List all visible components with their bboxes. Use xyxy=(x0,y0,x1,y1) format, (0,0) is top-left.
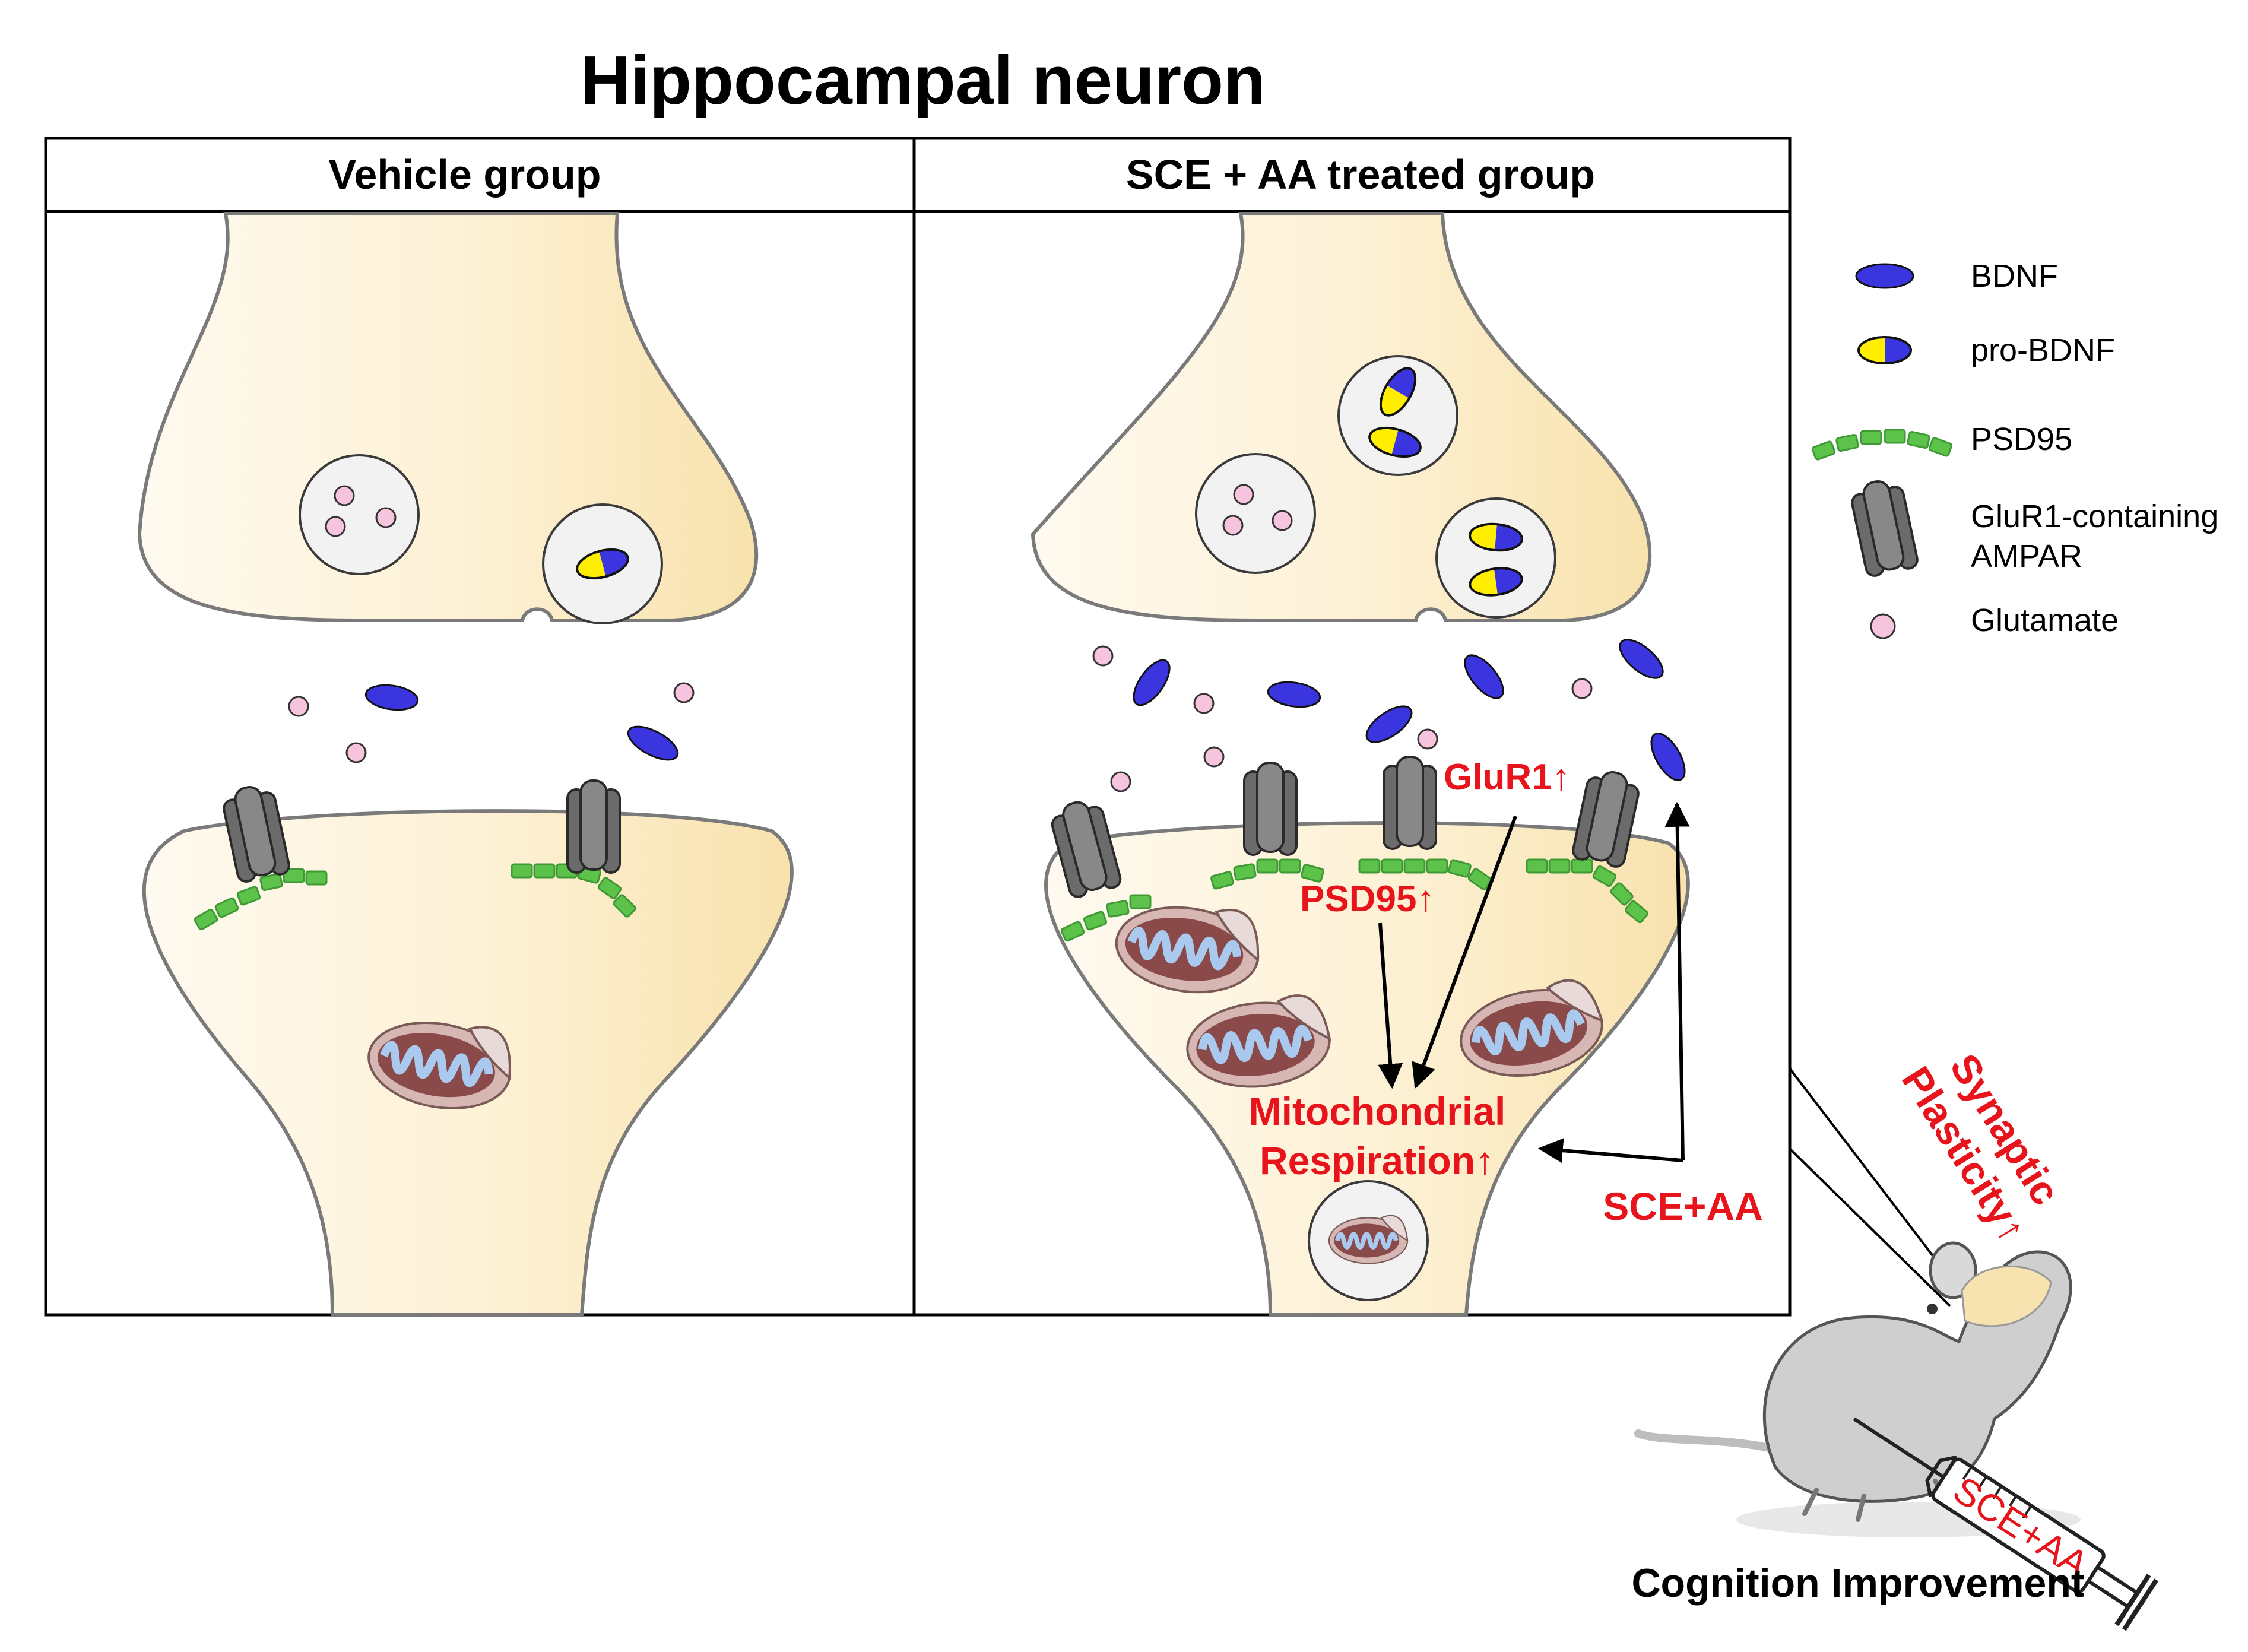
glutamate xyxy=(1092,645,1114,667)
cognition-improvement-label: Cognition Improvement xyxy=(1631,1561,2084,1606)
bdnf xyxy=(1650,733,1686,781)
mitochondrial-label-line1: Mitochondrial xyxy=(1249,1089,1506,1133)
legend-glutamate-label: Glutamate xyxy=(1971,603,2119,638)
vehicle-presynaptic-terminal xyxy=(137,212,759,622)
vehicle-cleft-molecules xyxy=(288,682,695,763)
bdnf xyxy=(1365,705,1413,743)
legend-glur1-label-line1: GluR1-containing xyxy=(1971,499,2218,534)
legend-glur1-label-line2: AMPAR xyxy=(1971,538,2082,574)
treated-psd95 xyxy=(1060,858,1648,942)
legend-pro-bdnf-swatch xyxy=(1859,337,1911,363)
bdnf xyxy=(1267,681,1321,708)
mouse-eye xyxy=(1927,1304,1938,1314)
legend-pro-bdnf-label: pro-BDNF xyxy=(1971,332,2115,368)
bdnf xyxy=(627,725,679,761)
glutamate xyxy=(673,682,695,703)
regulation-arrows xyxy=(1378,801,1690,1163)
treated-pro-bdnf-vesicle-right xyxy=(1435,497,1556,619)
vehicle-ampar-receptor xyxy=(566,779,621,874)
mitochondrial-label-line2: Respiration↑ xyxy=(1260,1139,1495,1182)
panel-frame xyxy=(44,137,1792,1317)
glutamate xyxy=(288,696,309,717)
legend-glutamate-swatch xyxy=(1870,613,1896,639)
synaptic-plasticity-label: Synaptic Plasticity↑ xyxy=(1893,1046,2069,1250)
treated-ampar-receptor xyxy=(1383,756,1437,850)
vehicle-psd95-left xyxy=(194,868,328,931)
vehicle-glutamate-vesicle xyxy=(299,454,420,575)
glutamate xyxy=(1203,746,1225,768)
treated-mitochondrion-vesicle xyxy=(1308,1180,1429,1301)
zoom-lines xyxy=(1789,1067,1954,1307)
legend-bdnf-label: BDNF xyxy=(1971,258,2058,294)
sce-aa-label: SCE+AA xyxy=(1603,1184,1763,1228)
treated-group-header: SCE + AA treated group xyxy=(1126,151,1595,198)
glutamate xyxy=(1193,693,1215,714)
treated-cleft-molecules xyxy=(1092,639,1686,792)
bdnf xyxy=(364,684,419,711)
legend-psd95-swatch xyxy=(1811,429,1953,461)
glutamate xyxy=(345,742,367,763)
glutamate xyxy=(1571,678,1593,699)
vehicle-group-header: Vehicle group xyxy=(329,151,601,198)
treated-pro-bdnf-vesicle-top xyxy=(1337,355,1458,476)
treated-ampar-receptor xyxy=(1243,762,1298,856)
mouse-brain xyxy=(1961,1265,2052,1327)
figure-title: Hippocampal neuron xyxy=(581,42,1266,119)
legend-bdnf-swatch xyxy=(1855,263,1914,289)
legend-ampar-swatch xyxy=(1847,475,1920,579)
mouse-ear xyxy=(1929,1241,1977,1299)
mouse-tail xyxy=(1634,1429,1776,1453)
glur1-increase-label: GluR1↑ xyxy=(1444,757,1571,798)
glutamate xyxy=(1417,728,1438,750)
legend: BDNF pro-BDNF PSD95 GluR1-containing AMP… xyxy=(1811,258,2218,639)
bdnf xyxy=(1133,659,1171,706)
glutamate xyxy=(1110,771,1131,792)
bdnf xyxy=(1619,639,1664,679)
psd95-increase-label: PSD95↑ xyxy=(1300,879,1435,919)
bdnf xyxy=(1464,654,1504,699)
vehicle-pro-bdnf-vesicle xyxy=(542,503,663,624)
treated-glutamate-vesicle xyxy=(1195,453,1316,574)
legend-psd95-label: PSD95 xyxy=(1971,421,2072,457)
